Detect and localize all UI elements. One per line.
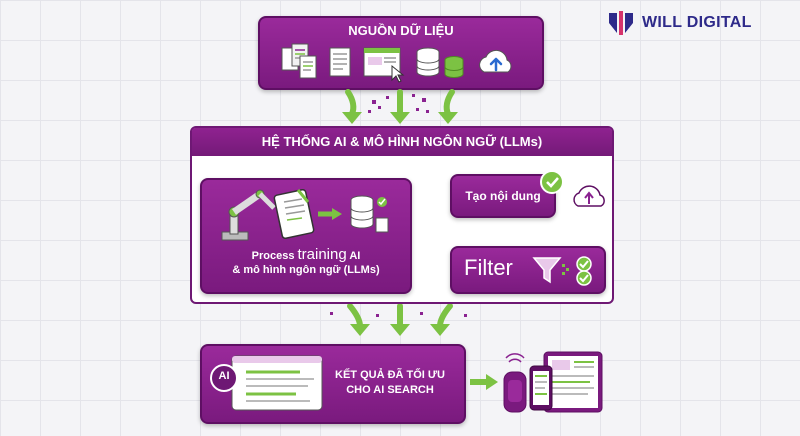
brand-name: WILL DIGITAL xyxy=(642,14,752,31)
ai-badge-icon: AI xyxy=(218,370,230,382)
tablet-icon xyxy=(543,351,603,413)
phone-icon xyxy=(529,365,553,411)
data-sources-box: NGUỒN DỮ LIỆU xyxy=(258,16,544,90)
generate-content-label: Tạo nội dung xyxy=(465,189,541,203)
smart-speaker-icon xyxy=(503,353,527,413)
check-badge-icon xyxy=(540,170,564,194)
robot-training-illustration xyxy=(221,188,389,241)
cloud-upload-icon xyxy=(479,49,512,73)
browser-cursor-icon xyxy=(363,47,405,83)
funnel-icon xyxy=(532,257,562,284)
process-label-suffix: AI xyxy=(349,250,361,262)
document-list-icon xyxy=(329,47,351,77)
result-label: KẾT QUẢ ĐÃ TỐI ƯU CHO AI SEARCH xyxy=(324,368,456,398)
brand-mark-icon xyxy=(609,11,633,35)
process-training-label: Process training AI & mô hình ngôn ngữ (… xyxy=(202,246,410,277)
sources-to-system-arrows xyxy=(345,89,455,117)
arrow-right-icon xyxy=(318,208,342,220)
result-label-line2: CHO AI SEARCH xyxy=(346,384,434,396)
process-label-prefix: Process xyxy=(251,250,295,262)
process-label-line2: & mô hình ngôn ngữ (LLMs) xyxy=(232,264,380,276)
tablet-document-icon xyxy=(273,188,315,240)
ai-system-title: HỆ THỐNG AI & MÔ HÌNH NGÔN NGỮ (LLMs) xyxy=(192,128,612,156)
process-training-box: Process training AI & mô hình ngôn ngữ (… xyxy=(200,178,412,294)
documents-icon xyxy=(281,43,317,79)
robot-arm-icon xyxy=(221,189,276,241)
database-icon xyxy=(416,47,464,78)
brand-logo[interactable]: WILL DIGITAL xyxy=(606,8,796,38)
data-dots xyxy=(368,94,429,113)
funnel-check-icons xyxy=(532,256,592,286)
process-label-training: training xyxy=(297,246,347,263)
filter-box: Filter xyxy=(450,246,606,294)
result-box: AI KẾT QUẢ ĐÃ TỐI ƯU CHO AI SEARCH xyxy=(200,344,466,424)
data-source-icons xyxy=(281,43,512,83)
data-sources-title: NGUỒN DỮ LIỆU xyxy=(348,23,454,38)
result-label-line1: KẾT QUẢ ĐÃ TỐI ƯU xyxy=(335,369,445,381)
ai-search-results-illustration xyxy=(210,355,323,411)
generate-content-box: Tạo nội dung xyxy=(450,174,556,218)
filter-label: Filter xyxy=(464,255,513,280)
database-check-icon xyxy=(350,195,389,233)
cloud-refresh-icon xyxy=(573,185,605,207)
devices-illustration xyxy=(503,351,603,413)
